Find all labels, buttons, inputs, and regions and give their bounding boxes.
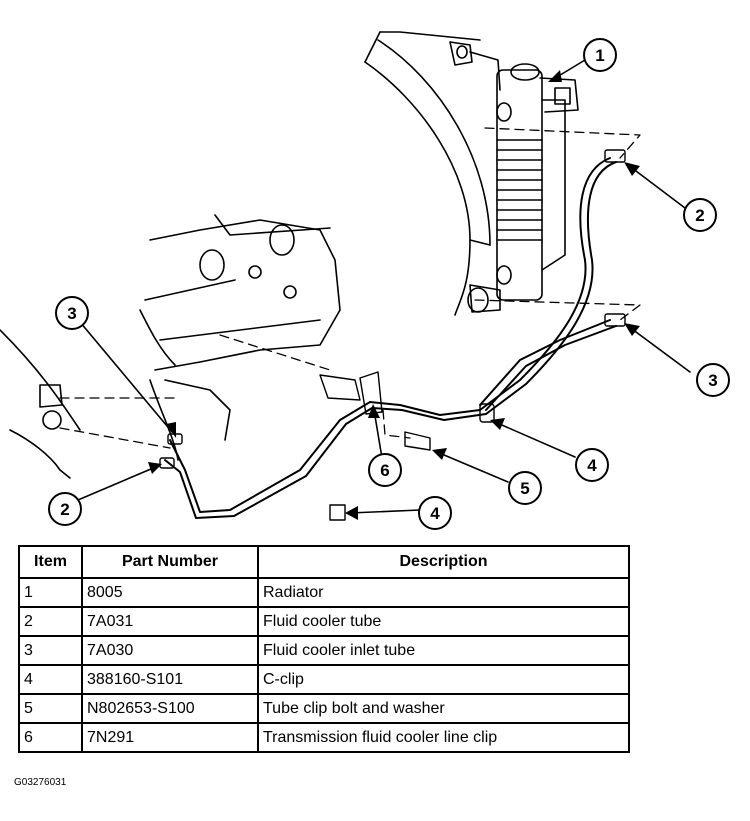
callout-4-lower: 4	[418, 496, 452, 530]
callouts: 1 2 3 4 5 6 4 3	[48, 38, 730, 530]
radiator	[449, 41, 579, 313]
item-cell: 3	[18, 635, 83, 666]
part-number-cell: N802653-S100	[81, 693, 259, 724]
item-cell: 5	[18, 693, 83, 724]
callout-3-left: 3	[55, 296, 89, 330]
callout-4-upper: 4	[575, 448, 609, 482]
table-row: 5 N802653-S100 Tube clip bolt and washer	[18, 693, 630, 724]
part-number-cell: 7A030	[81, 635, 259, 666]
item-cell: 6	[18, 722, 83, 753]
callout-2-left: 2	[48, 492, 82, 526]
header-part-number: Part Number	[81, 545, 259, 579]
table-header-row: Item Part Number Description	[18, 545, 630, 579]
callout-2-right: 2	[683, 198, 717, 232]
part-number-cell: 7N291	[81, 722, 259, 753]
item-cell: 2	[18, 606, 83, 637]
header-item: Item	[18, 545, 83, 579]
table-row: 2 7A031 Fluid cooler tube	[18, 606, 630, 637]
table-row: 6 7N291 Transmission fluid cooler line c…	[18, 722, 630, 753]
fan-shroud	[364, 31, 491, 316]
table-row: 3 7A030 Fluid cooler inlet tube	[18, 635, 630, 666]
item-cell: 4	[18, 664, 83, 695]
svg-text:5: 5	[520, 479, 529, 498]
item-cell: 1	[18, 577, 83, 608]
figure-id: G03276031	[14, 777, 67, 788]
callout-6: 6	[368, 453, 402, 487]
exploded-diagram: 1 2 3 4 5 6 4 3	[0, 31, 730, 530]
svg-text:4: 4	[430, 504, 440, 523]
svg-text:3: 3	[708, 371, 717, 390]
svg-text:6: 6	[380, 461, 389, 480]
parts-table: Item Part Number Description 1 8005 Radi…	[18, 545, 630, 753]
svg-text:4: 4	[587, 456, 597, 475]
table-row: 1 8005 Radiator	[18, 577, 630, 608]
svg-text:2: 2	[695, 206, 704, 225]
reference-lines	[59, 127, 641, 449]
table-row: 4 388160-S101 C-clip	[18, 664, 630, 695]
part-number-cell: 7A031	[81, 606, 259, 637]
description-cell: C-clip	[257, 664, 630, 695]
description-cell: Fluid cooler inlet tube	[257, 635, 630, 666]
description-cell: Transmission fluid cooler line clip	[257, 722, 630, 753]
description-cell: Tube clip bolt and washer	[257, 693, 630, 724]
svg-text:1: 1	[595, 46, 604, 65]
svg-text:3: 3	[67, 304, 76, 323]
part-number-cell: 388160-S101	[81, 664, 259, 695]
callout-1: 1	[583, 38, 617, 72]
header-description: Description	[257, 545, 630, 579]
description-cell: Fluid cooler tube	[257, 606, 630, 637]
arrow-heads	[148, 70, 640, 520]
description-cell: Radiator	[257, 577, 630, 608]
svg-text:2: 2	[60, 500, 69, 519]
callout-5: 5	[508, 471, 542, 505]
leader-arrows	[77, 59, 691, 514]
engine-block	[0, 214, 341, 479]
part-number-cell: 8005	[81, 577, 259, 608]
callout-3-right: 3	[696, 363, 730, 397]
